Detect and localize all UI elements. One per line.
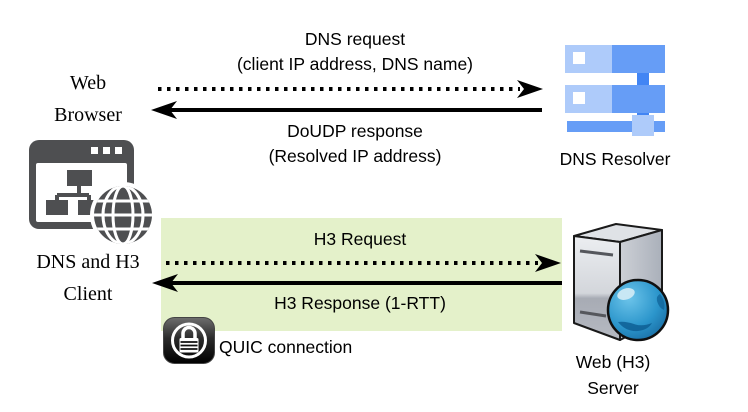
dns-request-title: DNS request bbox=[304, 29, 406, 49]
dns-resolver-label: DNS Resolver bbox=[559, 149, 671, 169]
dns-h3-client-label-line2: Client bbox=[63, 283, 113, 305]
globe-icon bbox=[90, 182, 156, 248]
h3-request-label: H3 Request bbox=[313, 229, 407, 249]
server-rack-row2 bbox=[565, 85, 665, 113]
web-browser-label: Web Browser bbox=[8, 67, 168, 131]
h3-response-arrow bbox=[152, 274, 562, 292]
web-browser-label-line1: Web bbox=[69, 72, 107, 94]
h3-request-arrow bbox=[166, 254, 561, 272]
quic-connection-panel bbox=[161, 218, 562, 331]
doudp-response-detail: (Resolved IP address) bbox=[268, 146, 442, 166]
server-tower-globe-icon bbox=[573, 223, 670, 342]
server-rack-icon bbox=[565, 45, 665, 136]
server-rack-base bbox=[567, 115, 665, 136]
dns-request-detail: (client IP address, DNS name) bbox=[236, 54, 474, 74]
padlock-badge-icon bbox=[163, 317, 215, 364]
quic-connection-label: QUIC connection bbox=[219, 337, 353, 357]
dns-request-arrow bbox=[158, 80, 543, 98]
dns-h3-client-label: DNS and H3 Client bbox=[8, 246, 168, 310]
arrowhead-right-icon bbox=[535, 254, 561, 272]
web-h3-server-label-line2: Server bbox=[587, 378, 639, 398]
web-browser-label-line2: Browser bbox=[54, 104, 122, 126]
web-h3-server-label: Web (H3) Server bbox=[540, 349, 686, 401]
browser-window-sitemap-globe-icon bbox=[29, 140, 156, 248]
web-h3-server-label-line1: Web (H3) bbox=[575, 352, 651, 372]
h3-response-label: H3 Response (1-RTT) bbox=[274, 293, 446, 313]
server-rack-row1 bbox=[565, 45, 665, 73]
arrowhead-left-icon bbox=[151, 101, 177, 119]
padlock-icon bbox=[179, 325, 199, 353]
doudp-response-title: DoUDP response bbox=[287, 121, 423, 141]
globe-sphere-icon bbox=[606, 278, 670, 342]
dns-h3-client-label-line1: DNS and H3 bbox=[36, 251, 140, 273]
sitemap-icon bbox=[46, 170, 100, 215]
dns-request-label: DNS request (client IP address, DNS name… bbox=[200, 27, 510, 77]
doudp-response-label: DoUDP response (Resolved IP address) bbox=[200, 119, 510, 169]
doudp-response-arrow bbox=[151, 101, 542, 119]
arrowhead-left-icon bbox=[152, 274, 178, 292]
arrowhead-right-icon bbox=[517, 80, 543, 98]
